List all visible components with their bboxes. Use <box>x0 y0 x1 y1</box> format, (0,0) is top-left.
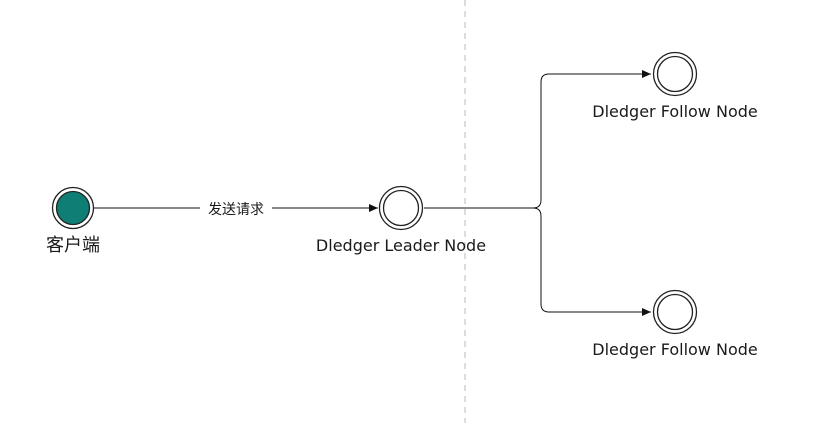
follower-bottom-node <box>652 289 698 335</box>
client-node <box>51 186 95 230</box>
follower-top-node <box>652 51 698 97</box>
follower-bottom-node-inner-ring <box>656 293 694 331</box>
leader-node-label: Dledger Leader Node <box>316 236 486 255</box>
edge-leader-to-follower-bottom <box>532 207 651 316</box>
follower-top-node-label: Dledger Follow Node <box>592 102 757 121</box>
client-node-label: 客户端 <box>46 235 100 256</box>
leader-node-inner-ring <box>382 189 420 227</box>
client-node-inner-fill <box>55 190 91 226</box>
follower-top-node-inner-ring <box>656 55 694 93</box>
follower-bottom-node-label: Dledger Follow Node <box>592 340 757 359</box>
edge-leader-to-follower-top <box>424 70 651 209</box>
edge-label-send-request: 发送请求 <box>208 202 264 218</box>
leader-node <box>378 185 424 231</box>
edge-label-background <box>200 199 272 218</box>
